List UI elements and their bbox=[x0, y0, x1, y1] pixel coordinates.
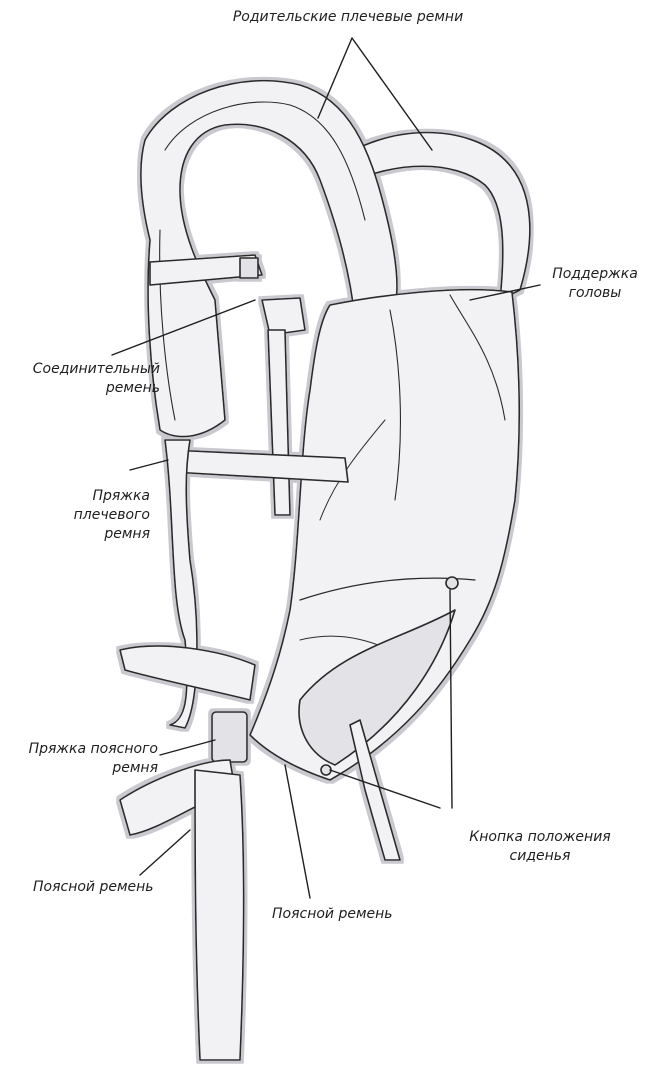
label-shoulder-strap-buckle: Пряжка плечевого ремня bbox=[40, 487, 150, 544]
label-waist-strap-left: Поясной ремень bbox=[33, 878, 154, 897]
leader-waist-buckle bbox=[160, 740, 215, 755]
leader-waist-left bbox=[140, 830, 190, 875]
label-waist-strap-buckle: Пряжка поясного ремня bbox=[0, 740, 158, 778]
leader-waist-bottom bbox=[285, 765, 310, 898]
seat-button-upper bbox=[446, 577, 458, 589]
waist-buckle bbox=[212, 712, 247, 762]
label-head-support: Поддержка головы bbox=[545, 265, 645, 303]
label-connecting-strap: Соединительный ремень bbox=[0, 360, 160, 398]
label-parent-shoulder-straps: Родительские плечевые ремни bbox=[198, 8, 498, 27]
label-waist-strap-bottom: Поясной ремень bbox=[272, 905, 393, 924]
waist-strap-tail bbox=[195, 770, 244, 1060]
leader-shoulder-buckle bbox=[130, 460, 168, 470]
connecting-buckle bbox=[240, 258, 258, 278]
label-seat-position-button: Кнопка положения сиденья bbox=[430, 828, 650, 866]
